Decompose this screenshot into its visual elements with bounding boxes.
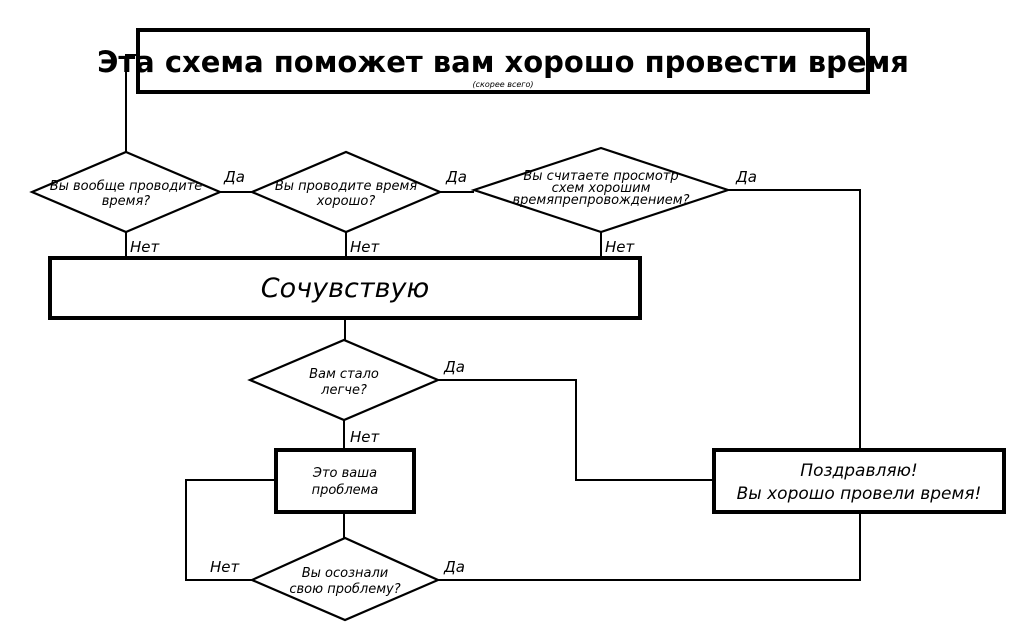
q3-yes-label: Да xyxy=(735,168,757,186)
subtitle: (скорее всего) xyxy=(473,80,534,89)
connector-q5-congrats xyxy=(438,512,861,581)
q4-no-label: Нет xyxy=(350,428,381,446)
title-box xyxy=(136,28,870,94)
decision-q3 xyxy=(470,146,732,234)
q2-no-label: Нет xyxy=(350,238,381,256)
q4-yes-label: Да xyxy=(443,358,465,376)
decision-q4 xyxy=(247,338,441,422)
q1-no-label: Нет xyxy=(130,238,161,256)
congrats-box xyxy=(712,448,1006,514)
q2-yes-label: Да xyxy=(445,168,467,186)
sympathy-text: Сочувствую xyxy=(261,273,429,304)
problem-box xyxy=(274,448,416,514)
q5-yes-label: Да xyxy=(443,558,465,576)
decision-q1 xyxy=(29,150,223,234)
q1-yes-label: Да xyxy=(223,168,245,186)
connector-q5-problem xyxy=(185,479,276,581)
decision-q5 xyxy=(249,536,441,622)
connector-q4-congrats xyxy=(438,379,714,481)
decision-q2 xyxy=(249,150,443,234)
connector-q3-congrats xyxy=(728,189,861,450)
connectors xyxy=(125,54,861,581)
sympathy-box xyxy=(48,256,642,320)
title: Эта схема поможет вам хорошо провести вр… xyxy=(97,45,909,79)
q3-no-label: Нет xyxy=(605,238,636,256)
connector-title-q1 xyxy=(125,54,138,152)
congrats-text: Поздравляю!Вы хорошо провели время! xyxy=(737,461,982,504)
q5-no-label: Нет xyxy=(210,558,241,576)
